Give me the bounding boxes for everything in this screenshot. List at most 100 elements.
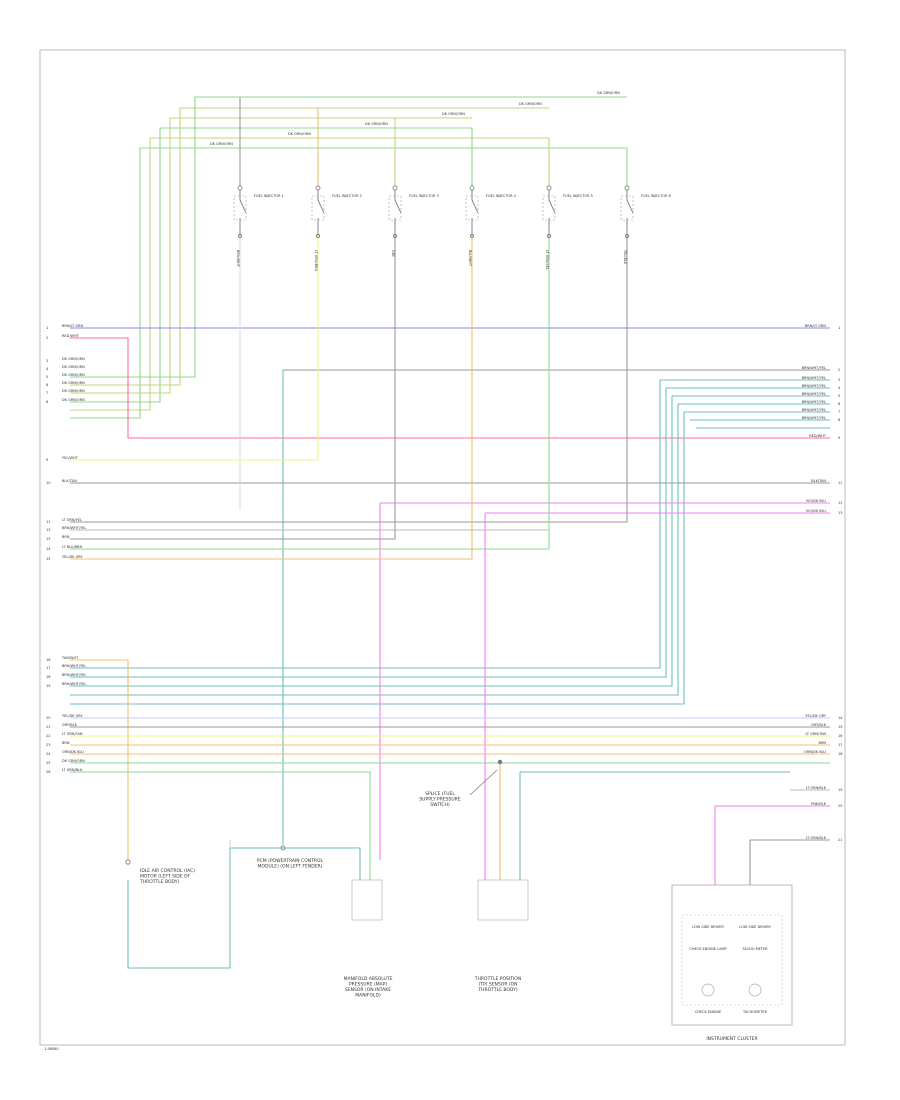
injector-switch bbox=[626, 190, 634, 236]
splice-label: DK GRN/ORN bbox=[288, 132, 311, 136]
injector-feed-wire bbox=[70, 117, 472, 394]
right-pin-number: 13 bbox=[838, 511, 842, 515]
splice-dot bbox=[497, 759, 503, 765]
left-wire-label: LT GRN/YEL bbox=[62, 518, 82, 522]
left-pin-number: 18 bbox=[46, 675, 50, 679]
left-wire-label: BRN/WHT/YEL bbox=[62, 673, 86, 677]
wire-yel-wht bbox=[70, 236, 319, 461]
splice-label: DK GRN/ORN bbox=[597, 91, 620, 95]
wire-red-wht bbox=[70, 337, 830, 439]
instrument-cluster-label: INSTRUMENT CLUSTER bbox=[706, 1036, 757, 1042]
tachometer-gauge bbox=[748, 983, 762, 997]
right-wire-label: ORN/DK BLU bbox=[804, 750, 826, 754]
right-pin-number: 5 bbox=[838, 394, 840, 398]
left-pin-number: 20 bbox=[46, 716, 50, 720]
left-pin-number: 16 bbox=[46, 658, 50, 662]
injector-terminal-bottom bbox=[547, 233, 552, 238]
injector-label: FUEL INJECTOR 6 bbox=[641, 194, 671, 198]
right-pin-number: 11 bbox=[838, 481, 842, 485]
injector-switch bbox=[239, 190, 247, 236]
right-wire-label: LT GRN/TAN bbox=[805, 732, 826, 736]
left-pin-number: 22 bbox=[46, 734, 50, 738]
right-wire-label: BRN/WHT/YEL bbox=[802, 400, 826, 404]
injector-body bbox=[620, 195, 634, 221]
tp-sensor-connector bbox=[477, 879, 529, 921]
wire-yel-dk-gry bbox=[70, 236, 473, 560]
left-pin-number: 15 bbox=[46, 557, 50, 561]
injector-switch bbox=[548, 190, 556, 236]
cluster-lamp-label: CHECK ENGINE LAMP bbox=[689, 947, 726, 951]
figure-code: 1-98080 bbox=[44, 1047, 59, 1051]
left-wire-label: BRN/WHT/YEL bbox=[62, 682, 86, 686]
wire-brn-wht-yel bbox=[70, 388, 667, 678]
injector-terminal-top bbox=[624, 185, 630, 191]
left-pin-number: 4 bbox=[46, 367, 49, 371]
left-wire-label: TAN/WHT bbox=[61, 656, 79, 660]
injector-wire-label: GRY bbox=[391, 250, 395, 258]
right-wire-label: BRN/LT GRN bbox=[805, 324, 826, 328]
left-wire-label: BRN/WHT/YEL bbox=[62, 664, 86, 668]
left-pin-number: 5 bbox=[46, 375, 48, 379]
left-wire-label: BRN/WHT/YEL bbox=[62, 526, 86, 530]
injector-label: FUEL INJECTOR 4 bbox=[486, 194, 517, 198]
check-engine-lamp bbox=[701, 983, 715, 997]
splice-label: DK GRN/ORN bbox=[365, 122, 388, 126]
injector-body bbox=[542, 195, 556, 221]
right-wire-label: LT GRN/BLK bbox=[806, 786, 827, 790]
iac-motor-label: IDLE AIR CONTROL (IAC)MOTOR (LEFT SIDE O… bbox=[139, 868, 195, 885]
wire-pnk-blk bbox=[714, 805, 830, 885]
right-pin-number: 15 bbox=[838, 725, 842, 729]
right-pin-number: 19 bbox=[838, 788, 842, 792]
wire-lt-blu-brn bbox=[70, 236, 550, 550]
wire-tan-wht bbox=[70, 659, 129, 860]
injector-body bbox=[465, 195, 479, 221]
injector-wire-label: BLU/WHT bbox=[468, 250, 472, 267]
right-pin-number: 6 bbox=[838, 402, 840, 406]
right-wire-label: BRN/WHT/YEL bbox=[802, 384, 826, 388]
left-pin-number: 14 bbox=[46, 547, 51, 551]
map-sensor-connector bbox=[351, 879, 383, 921]
left-wire-label: BLK/TAN bbox=[62, 479, 77, 483]
right-wire-label: VIO/DK BLU bbox=[806, 499, 827, 503]
left-pin-number: 9 bbox=[46, 458, 48, 462]
right-wire-label: YEL/DK GRY bbox=[805, 714, 827, 718]
injector-feed-wire bbox=[70, 137, 549, 411]
wire-dk-grn-orn bbox=[70, 771, 371, 880]
wire-lt-grn-blk bbox=[749, 839, 830, 885]
left-pin-number: 21 bbox=[46, 725, 50, 729]
right-pin-number: 20 bbox=[838, 804, 842, 808]
injector-feed-wire bbox=[70, 107, 549, 386]
left-wire-label: ORN/DK BLU bbox=[62, 750, 84, 754]
cluster-inner bbox=[681, 914, 783, 1006]
right-pin-number: 21 bbox=[838, 838, 842, 842]
left-pin-number: 23 bbox=[46, 743, 50, 747]
injector-feed-wire bbox=[70, 127, 472, 403]
left-pin-number: 3 bbox=[46, 359, 48, 363]
components bbox=[125, 185, 793, 1026]
injector-switch bbox=[394, 190, 402, 236]
right-wire-label: BRN/WHT/YEL bbox=[802, 416, 826, 420]
wire-brn bbox=[70, 236, 396, 540]
wire-brn-wht-yel bbox=[70, 412, 685, 705]
left-wire-label: YEL/DK GRY bbox=[62, 555, 84, 559]
left-wire-label: LT GRN/TAN bbox=[62, 732, 83, 736]
left-wire-label: DK GRN/ORN bbox=[62, 759, 85, 763]
injector-label: FUEL INJECTOR 3 bbox=[409, 194, 439, 198]
right-pin-number: 18 bbox=[838, 752, 842, 756]
injector-terminal-top bbox=[237, 185, 243, 191]
right-wire-label: LT GRN/BLK bbox=[806, 836, 827, 840]
left-wire-label: GRY/BLK bbox=[62, 723, 78, 727]
injector-wire-label: LT GRN/BRN bbox=[314, 250, 318, 271]
left-pin-number: 6 bbox=[46, 383, 48, 387]
right-wire-label: BRN/WHT/YEL bbox=[802, 366, 826, 370]
instrument-cluster bbox=[671, 884, 793, 1026]
wires bbox=[70, 96, 830, 969]
left-wire-label: YEL/WHT bbox=[62, 456, 79, 460]
left-pin-number: 24 bbox=[46, 752, 51, 756]
left-wire-label: DK GRN/ORN bbox=[62, 357, 85, 361]
left-pin-number: 25 bbox=[46, 761, 50, 765]
left-wire-label: BRN bbox=[62, 535, 70, 539]
